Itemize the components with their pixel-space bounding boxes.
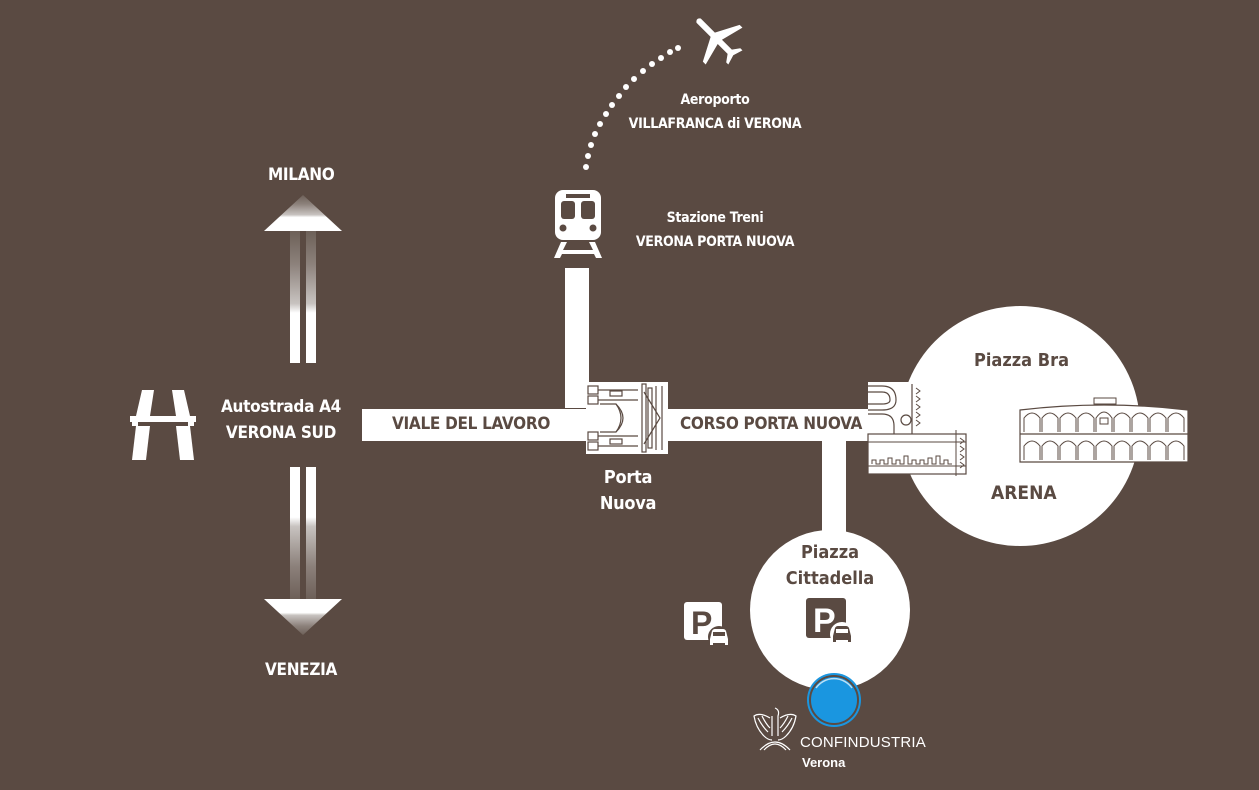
train-icon [554, 190, 602, 258]
arrow-south-venezia[interactable] [262, 465, 344, 637]
parking-letter: P [813, 602, 836, 640]
road-label-corso-porta-nuova: CORSO PORTA NUOVA [680, 414, 863, 434]
piazza-cittadella-label-line1: Piazza [800, 542, 860, 563]
station-label-line1: Stazione Treni [666, 210, 764, 226]
destination-milano: MILANO [268, 165, 335, 185]
confindustria-eagle-logo[interactable] [752, 706, 798, 752]
road-viale-del-lavoro[interactable] [362, 409, 590, 441]
road-station [565, 268, 589, 408]
arena-label: ARENA [991, 482, 1057, 504]
highway-label-line1: Autostrada A4 [221, 397, 341, 417]
road-label-viale-del-lavoro: VIALE DEL LAVORO [392, 414, 551, 434]
confindustria-sub: Verona [802, 755, 846, 770]
road-cittadella [822, 436, 846, 536]
portoni-della-bra-icon [867, 382, 967, 476]
piazza-bra-label: Piazza Bra [974, 350, 1069, 371]
destination-venezia: VENEZIA [265, 660, 338, 680]
porta-nuova-label-line2: Nuova [599, 493, 657, 514]
station-label: Stazione Treni VERONA PORTA NUOVA [610, 206, 820, 254]
highway-label: Autostrada A4 VERONA SUD [210, 394, 352, 446]
highway-icon [130, 390, 196, 460]
piazza-cittadella-label: Piazza Cittadella [770, 540, 890, 592]
airport-label: Aeroporto VILLAFRANCA di VERONA [600, 88, 830, 136]
parking-letter-outside: P [691, 605, 712, 641]
confindustria-name: CONFINDUSTRIA [800, 734, 926, 751]
porta-nuova-label-line1: Porta [603, 467, 653, 488]
porta-nuova-label: Porta Nuova [590, 465, 666, 517]
parking-icon-outside[interactable]: P [684, 602, 734, 648]
road-corso-porta-nuova[interactable] [668, 409, 868, 441]
airport-label-line2: VILLAFRANCA di VERONA [628, 116, 802, 132]
flight-path [583, 45, 681, 170]
location-marker-icon[interactable] [804, 670, 864, 730]
arena-icon [1019, 397, 1189, 463]
arrow-north-milano[interactable] [262, 193, 344, 365]
station-label-line2: VERONA PORTA NUOVA [635, 234, 795, 250]
piazza-cittadella-label-line2: Cittadella [785, 568, 875, 589]
airport-label-line1: Aeroporto [680, 92, 750, 108]
porta-nuova-gate-icon[interactable] [586, 382, 668, 454]
highway-label-line2: VERONA SUD [225, 423, 337, 443]
parking-icon[interactable]: P [806, 598, 858, 646]
airplane-icon [696, 18, 743, 65]
